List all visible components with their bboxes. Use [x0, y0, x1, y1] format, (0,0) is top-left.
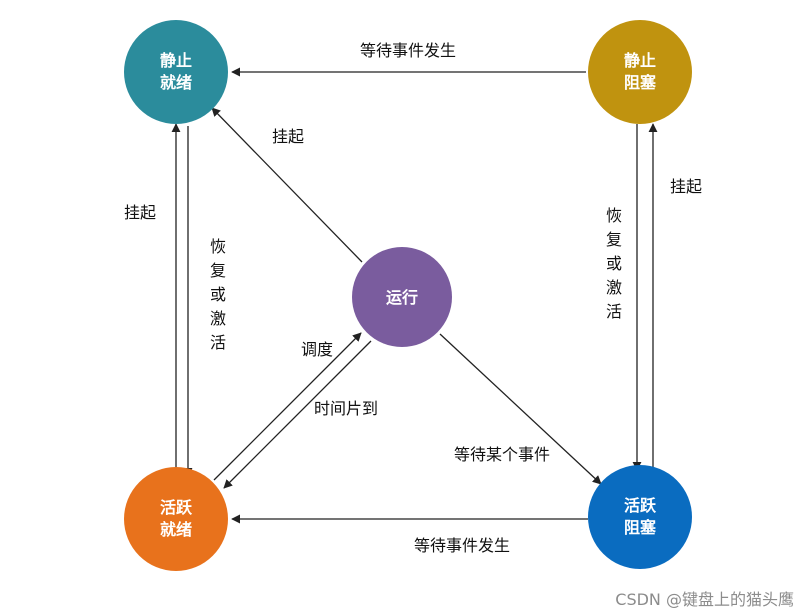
label-right-resume-char: 恢 — [606, 206, 622, 225]
label-wait-event: 等待某个事件 — [454, 445, 550, 464]
active-ready-label-line1: 活跃 — [160, 498, 193, 517]
edge-running-to-active-blocked — [439, 333, 602, 485]
label-left-resume-char: 活 — [210, 333, 226, 352]
label-left-resume-char: 复 — [210, 261, 226, 280]
static-ready-label-line1: 静止 — [160, 51, 192, 70]
label-right-resume-char: 活 — [606, 302, 622, 321]
edge-labels: 等待事件发生 挂起 挂起 挂起 恢 复 或 激 活 恢 复 或 激 活 调度 时… — [124, 41, 702, 555]
static-blocked-label-line1: 静止 — [624, 51, 656, 70]
static-ready-label-line2: 就绪 — [160, 73, 192, 92]
active-blocked-circle — [588, 465, 692, 569]
label-left-suspend: 挂起 — [124, 203, 156, 222]
edge-running-to-static-ready — [211, 107, 363, 263]
label-left-resume-char: 恢 — [210, 237, 226, 256]
static-blocked-label-line2: 阻塞 — [624, 73, 657, 92]
label-left-resume-char: 激 — [210, 309, 226, 328]
label-right-resume-char: 或 — [606, 254, 622, 273]
label-right-resume-char: 激 — [606, 278, 622, 297]
active-blocked-label-line1: 活跃 — [624, 496, 657, 515]
label-right-resume-char: 复 — [606, 230, 622, 249]
label-left-resume-char: 或 — [210, 285, 226, 304]
label-bottom-event-occurs: 等待事件发生 — [414, 536, 510, 555]
node-static-ready: 静止 就绪 — [124, 20, 228, 124]
node-active-ready: 活跃 就绪 — [124, 467, 228, 571]
static-ready-circle — [124, 20, 228, 124]
node-running: 运行 — [352, 247, 452, 347]
active-blocked-label-line2: 阻塞 — [624, 518, 657, 537]
node-active-blocked: 活跃 阻塞 — [588, 465, 692, 569]
edge-active-ready-to-running — [213, 332, 362, 481]
label-right-suspend: 挂起 — [670, 177, 702, 196]
watermark: CSDN @键盘上的猫头鹰 — [615, 590, 794, 609]
node-static-blocked: 静止 阻塞 — [588, 20, 692, 124]
running-label: 运行 — [386, 288, 418, 307]
label-dispatch: 调度 — [301, 340, 333, 359]
label-top-event-occurs: 等待事件发生 — [360, 41, 456, 60]
label-timeslice: 时间片到 — [314, 399, 378, 418]
label-running-suspend: 挂起 — [272, 127, 304, 146]
running-circle — [352, 247, 452, 347]
label-right-resume: 恢 复 或 激 活 — [606, 206, 622, 321]
edges — [171, 67, 658, 524]
active-ready-label-line2: 就绪 — [160, 520, 192, 539]
static-blocked-circle — [588, 20, 692, 124]
active-ready-circle — [124, 467, 228, 571]
label-left-resume: 恢 复 或 激 活 — [210, 237, 226, 352]
edge-running-to-active-ready — [223, 340, 372, 489]
